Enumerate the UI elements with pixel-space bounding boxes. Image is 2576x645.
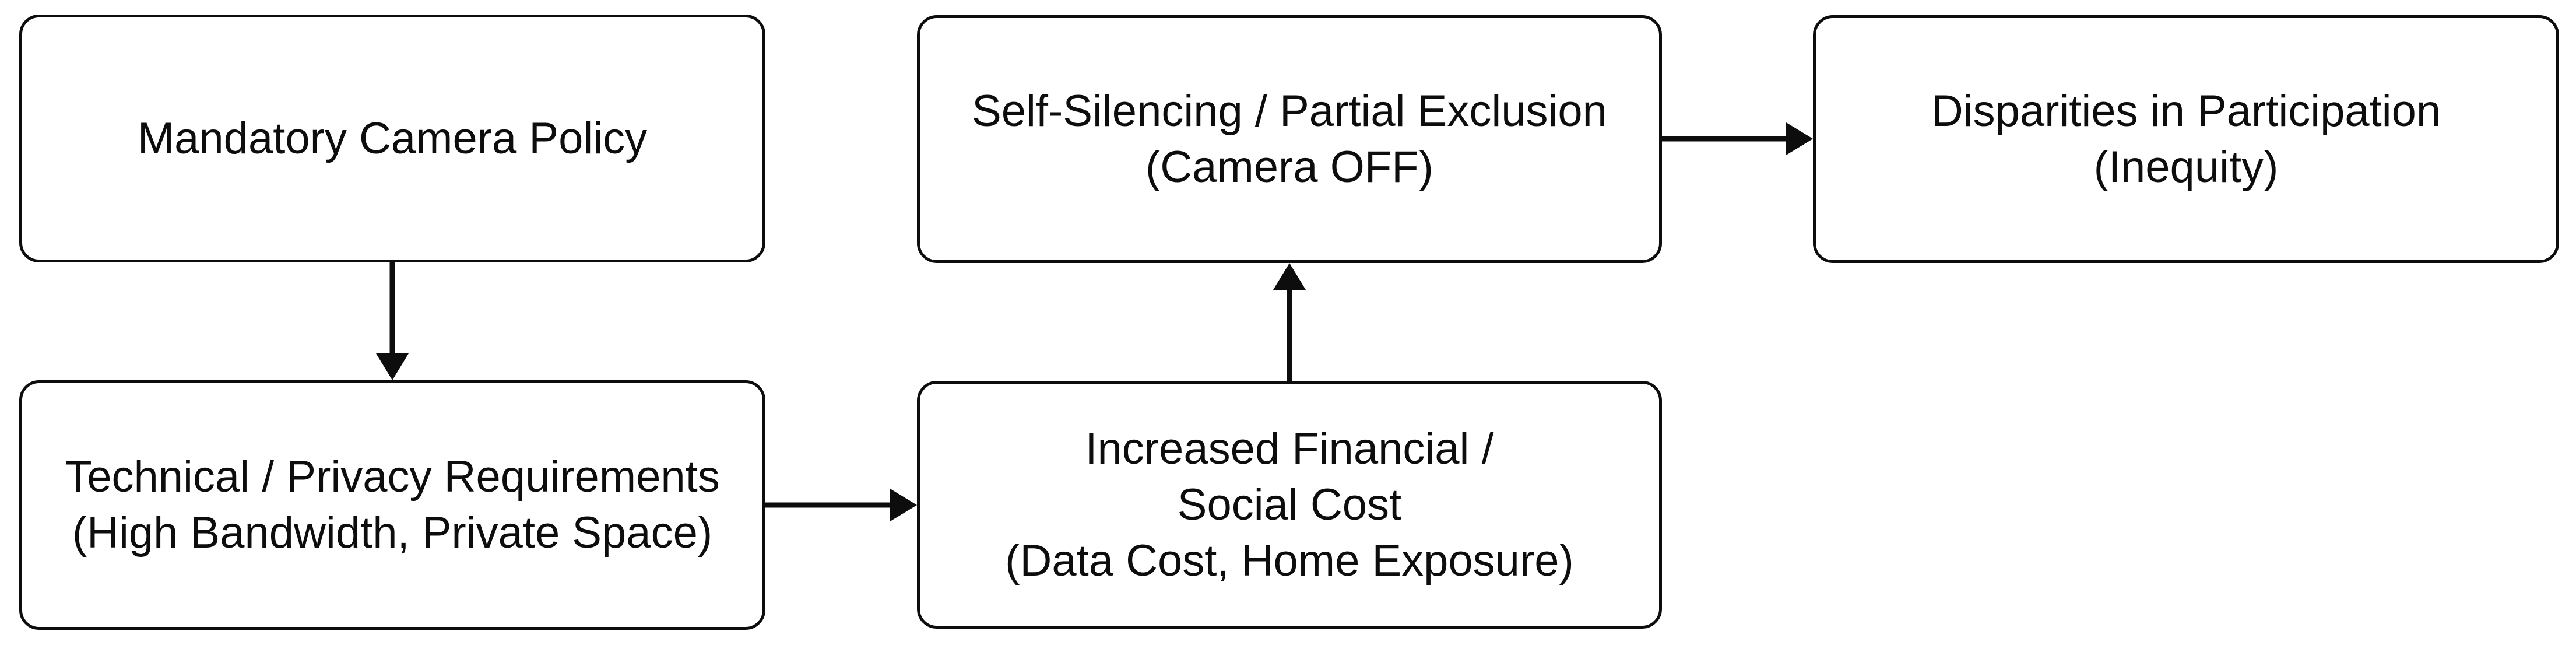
node-technical-privacy-requirements[interactable]: Technical / Privacy Requirements (High B… bbox=[19, 380, 765, 630]
node-label: Increased Financial / Social Cost (Data … bbox=[1005, 423, 1574, 586]
node-mandatory-camera-policy[interactable]: Mandatory Camera Policy bbox=[19, 15, 765, 262]
node-label: Self-Silencing / Partial Exclusion (Came… bbox=[972, 86, 1607, 192]
edge-cost-to-self-silencing bbox=[1254, 228, 1324, 416]
node-self-silencing[interactable]: Self-Silencing / Partial Exclusion (Came… bbox=[917, 15, 1662, 263]
edge-requirements-to-cost bbox=[730, 470, 952, 540]
edge-self-silencing-to-disparities bbox=[1627, 104, 1848, 174]
node-increased-financial-social-cost[interactable]: Increased Financial / Social Cost (Data … bbox=[917, 381, 1662, 629]
node-label: Disparities in Participation (Inequity) bbox=[1931, 86, 2441, 192]
edge-policy-to-requirements bbox=[357, 227, 427, 415]
node-label: Technical / Privacy Requirements (High B… bbox=[65, 452, 720, 558]
node-label: Mandatory Camera Policy bbox=[137, 113, 648, 163]
node-disparities-in-participation[interactable]: Disparities in Participation (Inequity) bbox=[1813, 15, 2559, 263]
